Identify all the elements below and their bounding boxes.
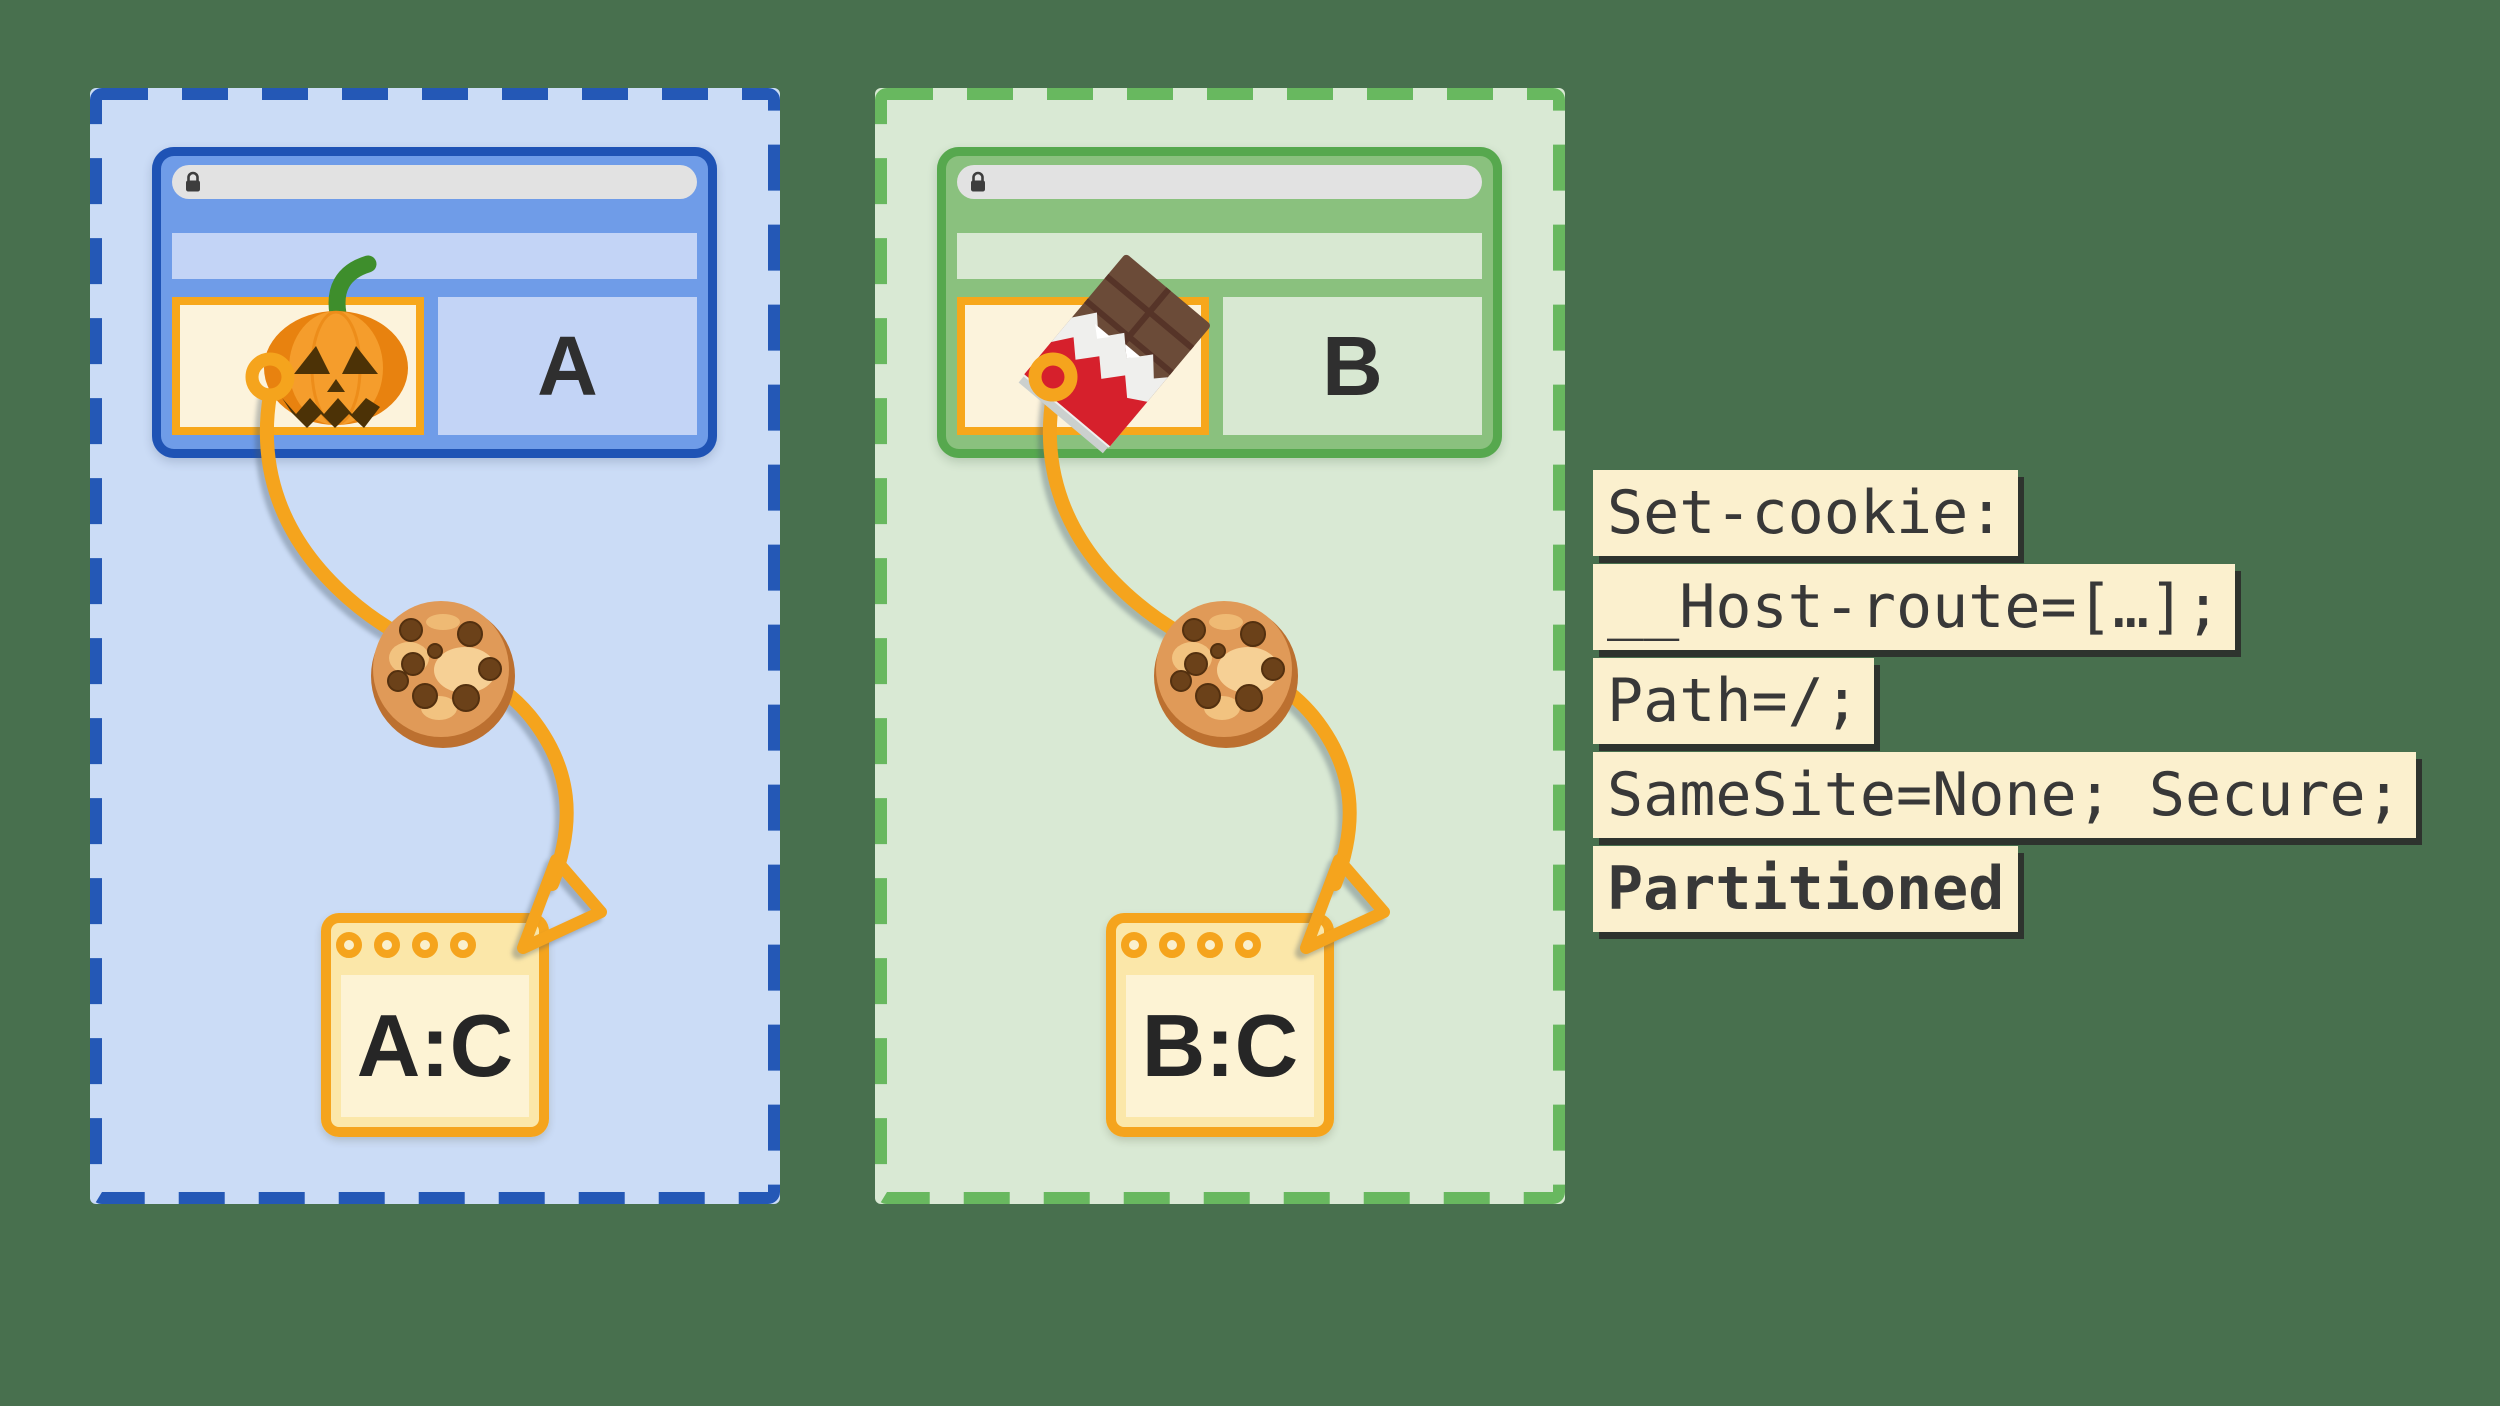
url-bar	[172, 165, 697, 199]
browser-window-a: A	[152, 147, 717, 458]
code-line-4: SameSite=None; Secure;	[1593, 752, 2416, 838]
code-line-5: Partitioned	[1593, 846, 2019, 932]
cookie-jar-b: B:C	[1106, 913, 1334, 1137]
dashed-border-b	[875, 88, 1565, 1204]
site-label-b: B	[1223, 297, 1482, 435]
content-placeholder	[172, 233, 697, 279]
jar-dots	[336, 932, 476, 958]
code-line-1: Set-cookie:	[1593, 470, 2019, 556]
set-cookie-snippet: Set-cookie: __Host-route=[…]; Path=/; Sa…	[1593, 470, 2416, 940]
partition-b: B B:C	[875, 88, 1565, 1204]
jar-dot	[450, 932, 476, 958]
jar-dot	[1159, 932, 1185, 958]
url-bar	[957, 165, 1482, 199]
embedded-iframe-b	[957, 297, 1209, 435]
jar-label-b: B:C	[1126, 975, 1314, 1117]
jar-dot	[374, 932, 400, 958]
browser-window-b: B	[937, 147, 1502, 458]
lock-icon	[971, 171, 985, 192]
embedded-iframe-a	[172, 297, 424, 435]
dashed-border-a	[90, 88, 780, 1204]
lock-icon	[186, 171, 200, 192]
site-label-a: A	[438, 297, 697, 435]
cookie-jar-a: A:C	[321, 913, 549, 1137]
jar-dots	[1121, 932, 1261, 958]
jar-dot	[336, 932, 362, 958]
jar-dot	[412, 932, 438, 958]
code-line-2: __Host-route=[…];	[1593, 564, 2236, 650]
jar-dot	[1197, 932, 1223, 958]
content-placeholder	[957, 233, 1482, 279]
jar-label-a: A:C	[341, 975, 529, 1117]
partition-a: A A:C	[90, 88, 780, 1204]
jar-dot	[1235, 932, 1261, 958]
jar-dot	[1121, 932, 1147, 958]
code-line-3: Path=/;	[1593, 658, 1874, 744]
